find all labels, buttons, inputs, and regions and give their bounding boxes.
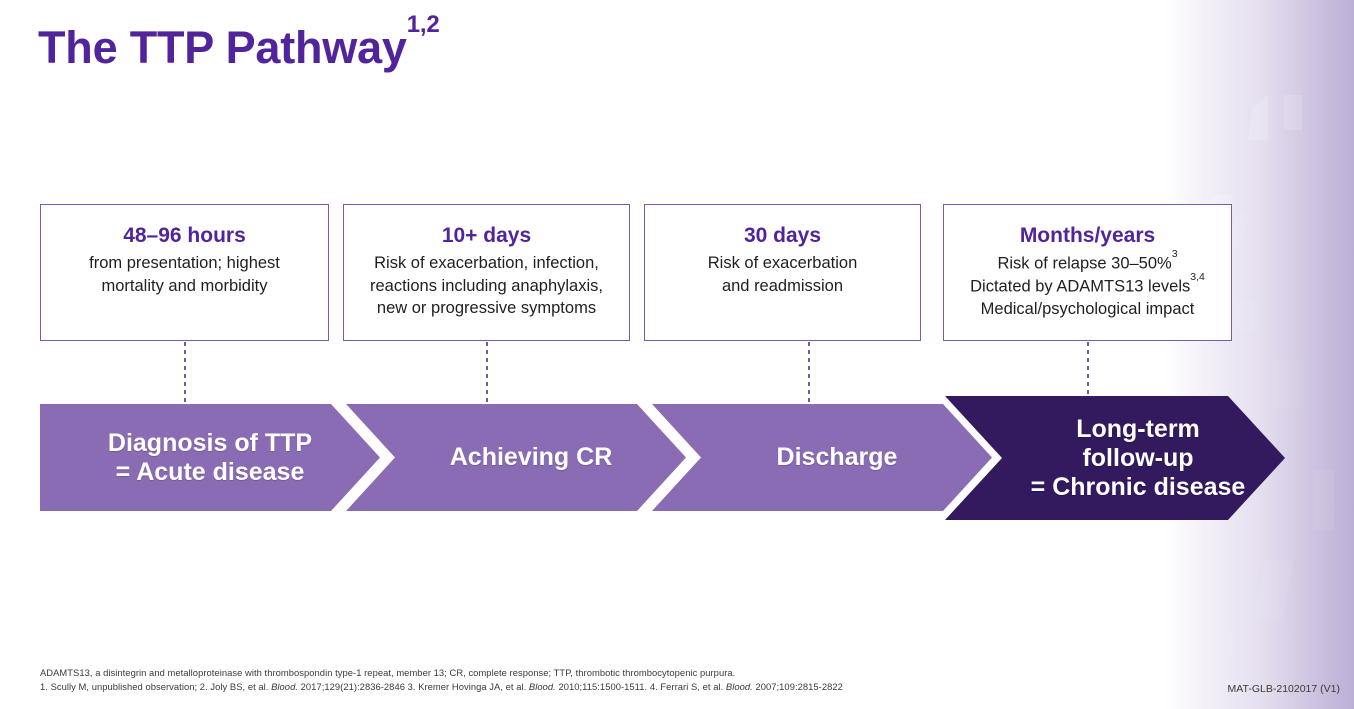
info-box-2: 10+ days Risk of exacerbation, infection…	[343, 204, 630, 341]
info-box-1-body: from presentation; highest mortality and…	[41, 252, 328, 298]
chevron-label-line: = Chronic disease	[1030, 472, 1246, 501]
journal-name: Blood.	[528, 681, 556, 693]
info-box-line-text: Risk of relapse 30–50%	[997, 254, 1172, 273]
info-box-4-body: Risk of relapse 30–50%3 Dictated by ADAM…	[944, 248, 1231, 321]
info-box-4-heading: Months/years	[1019, 224, 1156, 247]
info-box-line: new or progressive symptoms	[344, 297, 629, 320]
chevron-diagnosis-of-ttp: Diagnosis of TTP = Acute disease	[40, 404, 380, 511]
chevron-label-line: = Acute disease	[115, 457, 305, 486]
connector-line-1	[184, 342, 186, 404]
chevron-label-line: Long-term	[1076, 414, 1200, 443]
info-box-1: 48–96 hours from presentation; highest m…	[40, 204, 329, 341]
reference-text: 2017;129(21):2836-2846 3. Kremer Hovinga…	[298, 681, 529, 693]
page-title-text: The TTP Pathway	[38, 22, 407, 73]
info-box-line-text: new or progressive symptoms	[376, 299, 597, 318]
chevron-label-line: Achieving CR	[449, 443, 613, 471]
info-box-line: from presentation; highest	[41, 252, 328, 275]
info-box-2-body: Risk of exacerbation, infection, reactio…	[344, 252, 629, 320]
connector-line-3	[808, 342, 810, 404]
process-chevron-row: Diagnosis of TTP = Acute disease Achievi…	[40, 396, 1285, 522]
info-box-line: mortality and morbidity	[41, 275, 328, 298]
reference-text: 2007;109:2815-2822	[752, 681, 843, 693]
chevron-long-term-follow-up: Long-term follow-up = Chronic disease	[945, 396, 1285, 520]
info-box-line: and readmission	[645, 275, 920, 298]
footnote-abbreviations: ADAMTS13, a disintegrin and metalloprote…	[40, 666, 736, 678]
info-box-line-text: from presentation; highest	[89, 253, 280, 272]
connector-line-4	[1087, 342, 1089, 404]
footnote-references: 1. Scully M, unpublished observation; 2.…	[40, 680, 843, 695]
chevron-label-line: follow-up	[1082, 443, 1194, 472]
info-box-line-text: Dictated by ADAMTS13 levels	[970, 277, 1191, 296]
page-title-superscript: 1,2	[406, 11, 440, 39]
info-box-3-heading: 30 days	[743, 224, 822, 247]
info-box-line-text: Risk of exacerbation, infection,	[374, 253, 599, 272]
chevron-label: Long-term follow-up = Chronic disease	[1031, 415, 1246, 502]
chevron-label: Discharge	[777, 443, 898, 472]
info-box-row: 48–96 hours from presentation; highest m…	[40, 204, 1232, 341]
info-box-3: 30 days Risk of exacerbation and readmis…	[644, 204, 921, 341]
info-box-line-text: mortality and morbidity	[101, 276, 268, 295]
info-box-line-superscript: 3	[1171, 247, 1178, 260]
info-box-line: Risk of relapse 30–50%3	[944, 248, 1231, 275]
decorative-shapes	[1194, 95, 1334, 660]
reference-text: 2010;115:1500-1511. 4. Ferrari S, et al.	[555, 681, 726, 693]
page-title: The TTP Pathway1,2	[38, 11, 440, 74]
chevron-label-line: Discharge	[776, 443, 898, 471]
journal-name: Blood.	[271, 681, 298, 693]
info-box-line-text: Medical/psychological impact	[980, 300, 1195, 319]
chevron-achieving-cr: Achieving CR	[346, 404, 686, 511]
connector-line-2	[486, 342, 488, 404]
journal-name: Blood.	[725, 681, 753, 693]
info-box-1-heading: 48–96 hours	[123, 224, 246, 247]
info-box-line: Risk of exacerbation	[645, 252, 920, 275]
info-box-line: Dictated by ADAMTS13 levels3,4	[944, 271, 1231, 298]
chevron-label: Diagnosis of TTP = Acute disease	[108, 429, 312, 487]
chevron-label-line: Diagnosis of TTP	[107, 428, 313, 457]
info-box-line: reactions including anaphylaxis,	[344, 275, 629, 298]
info-box-3-body: Risk of exacerbation and readmission	[645, 252, 920, 298]
info-box-2-heading: 10+ days	[441, 224, 532, 247]
info-box-line: Medical/psychological impact	[944, 298, 1231, 321]
footnotes: ADAMTS13, a disintegrin and metalloprote…	[40, 666, 843, 695]
info-box-line-text: Risk of exacerbation	[707, 253, 858, 272]
mat-code: MAT-GLB-2102017 (V1)	[1227, 683, 1340, 695]
info-box-line: Risk of exacerbation, infection,	[344, 252, 629, 275]
reference-text: 1. Scully M, unpublished observation; 2.…	[40, 681, 272, 693]
chevron-label: Achieving CR	[450, 443, 613, 472]
info-box-line-text: reactions including anaphylaxis,	[370, 276, 603, 295]
chevron-discharge: Discharge	[652, 404, 992, 511]
info-box-line-text: and readmission	[721, 276, 844, 295]
info-box-4: Months/years Risk of relapse 30–50%3 Dic…	[943, 204, 1232, 341]
info-box-line-superscript: 3,4	[1190, 271, 1205, 284]
